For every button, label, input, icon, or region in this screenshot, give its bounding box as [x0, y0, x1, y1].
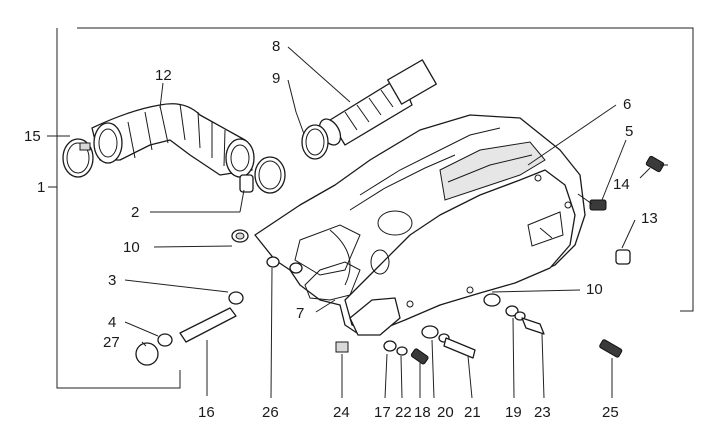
- callout-10-upper: 10: [123, 239, 140, 256]
- callout-8: 8: [272, 38, 280, 55]
- callout-10-lower: 10: [586, 281, 603, 298]
- callout-3: 3: [108, 272, 116, 289]
- callout-labels: 1 2 3 4 5 6 7 8 9 10 10 12 13 14 15 16 1…: [24, 38, 658, 421]
- callout-9: 9: [272, 70, 280, 87]
- callout-24: 24: [333, 404, 350, 421]
- callout-7: 7: [296, 305, 304, 322]
- intake-snorkel: [301, 59, 437, 160]
- callout-12: 12: [155, 67, 172, 84]
- callout-4: 4: [108, 314, 116, 331]
- callout-23: 23: [534, 404, 551, 421]
- callout-5: 5: [625, 123, 633, 140]
- callout-1: 1: [37, 179, 45, 196]
- assembly-bracket: [56, 27, 694, 389]
- callout-27: 27: [103, 334, 120, 351]
- callout-19: 19: [505, 404, 522, 421]
- callout-14: 14: [613, 176, 630, 193]
- callout-13: 13: [641, 210, 658, 227]
- callout-17: 17: [374, 404, 391, 421]
- callout-26: 26: [262, 404, 279, 421]
- callout-6: 6: [623, 96, 631, 113]
- hardware-parts: [135, 155, 668, 366]
- intake-hose: [62, 103, 286, 194]
- callout-21: 21: [464, 404, 481, 421]
- callout-2: 2: [131, 204, 139, 221]
- leader-lines: [47, 46, 651, 399]
- air-filter-housing: [254, 114, 586, 336]
- callout-16: 16: [198, 404, 215, 421]
- callout-22: 22: [395, 404, 412, 421]
- callout-15: 15: [24, 128, 41, 145]
- callout-20: 20: [437, 404, 454, 421]
- callout-25: 25: [602, 404, 619, 421]
- callout-18: 18: [414, 404, 431, 421]
